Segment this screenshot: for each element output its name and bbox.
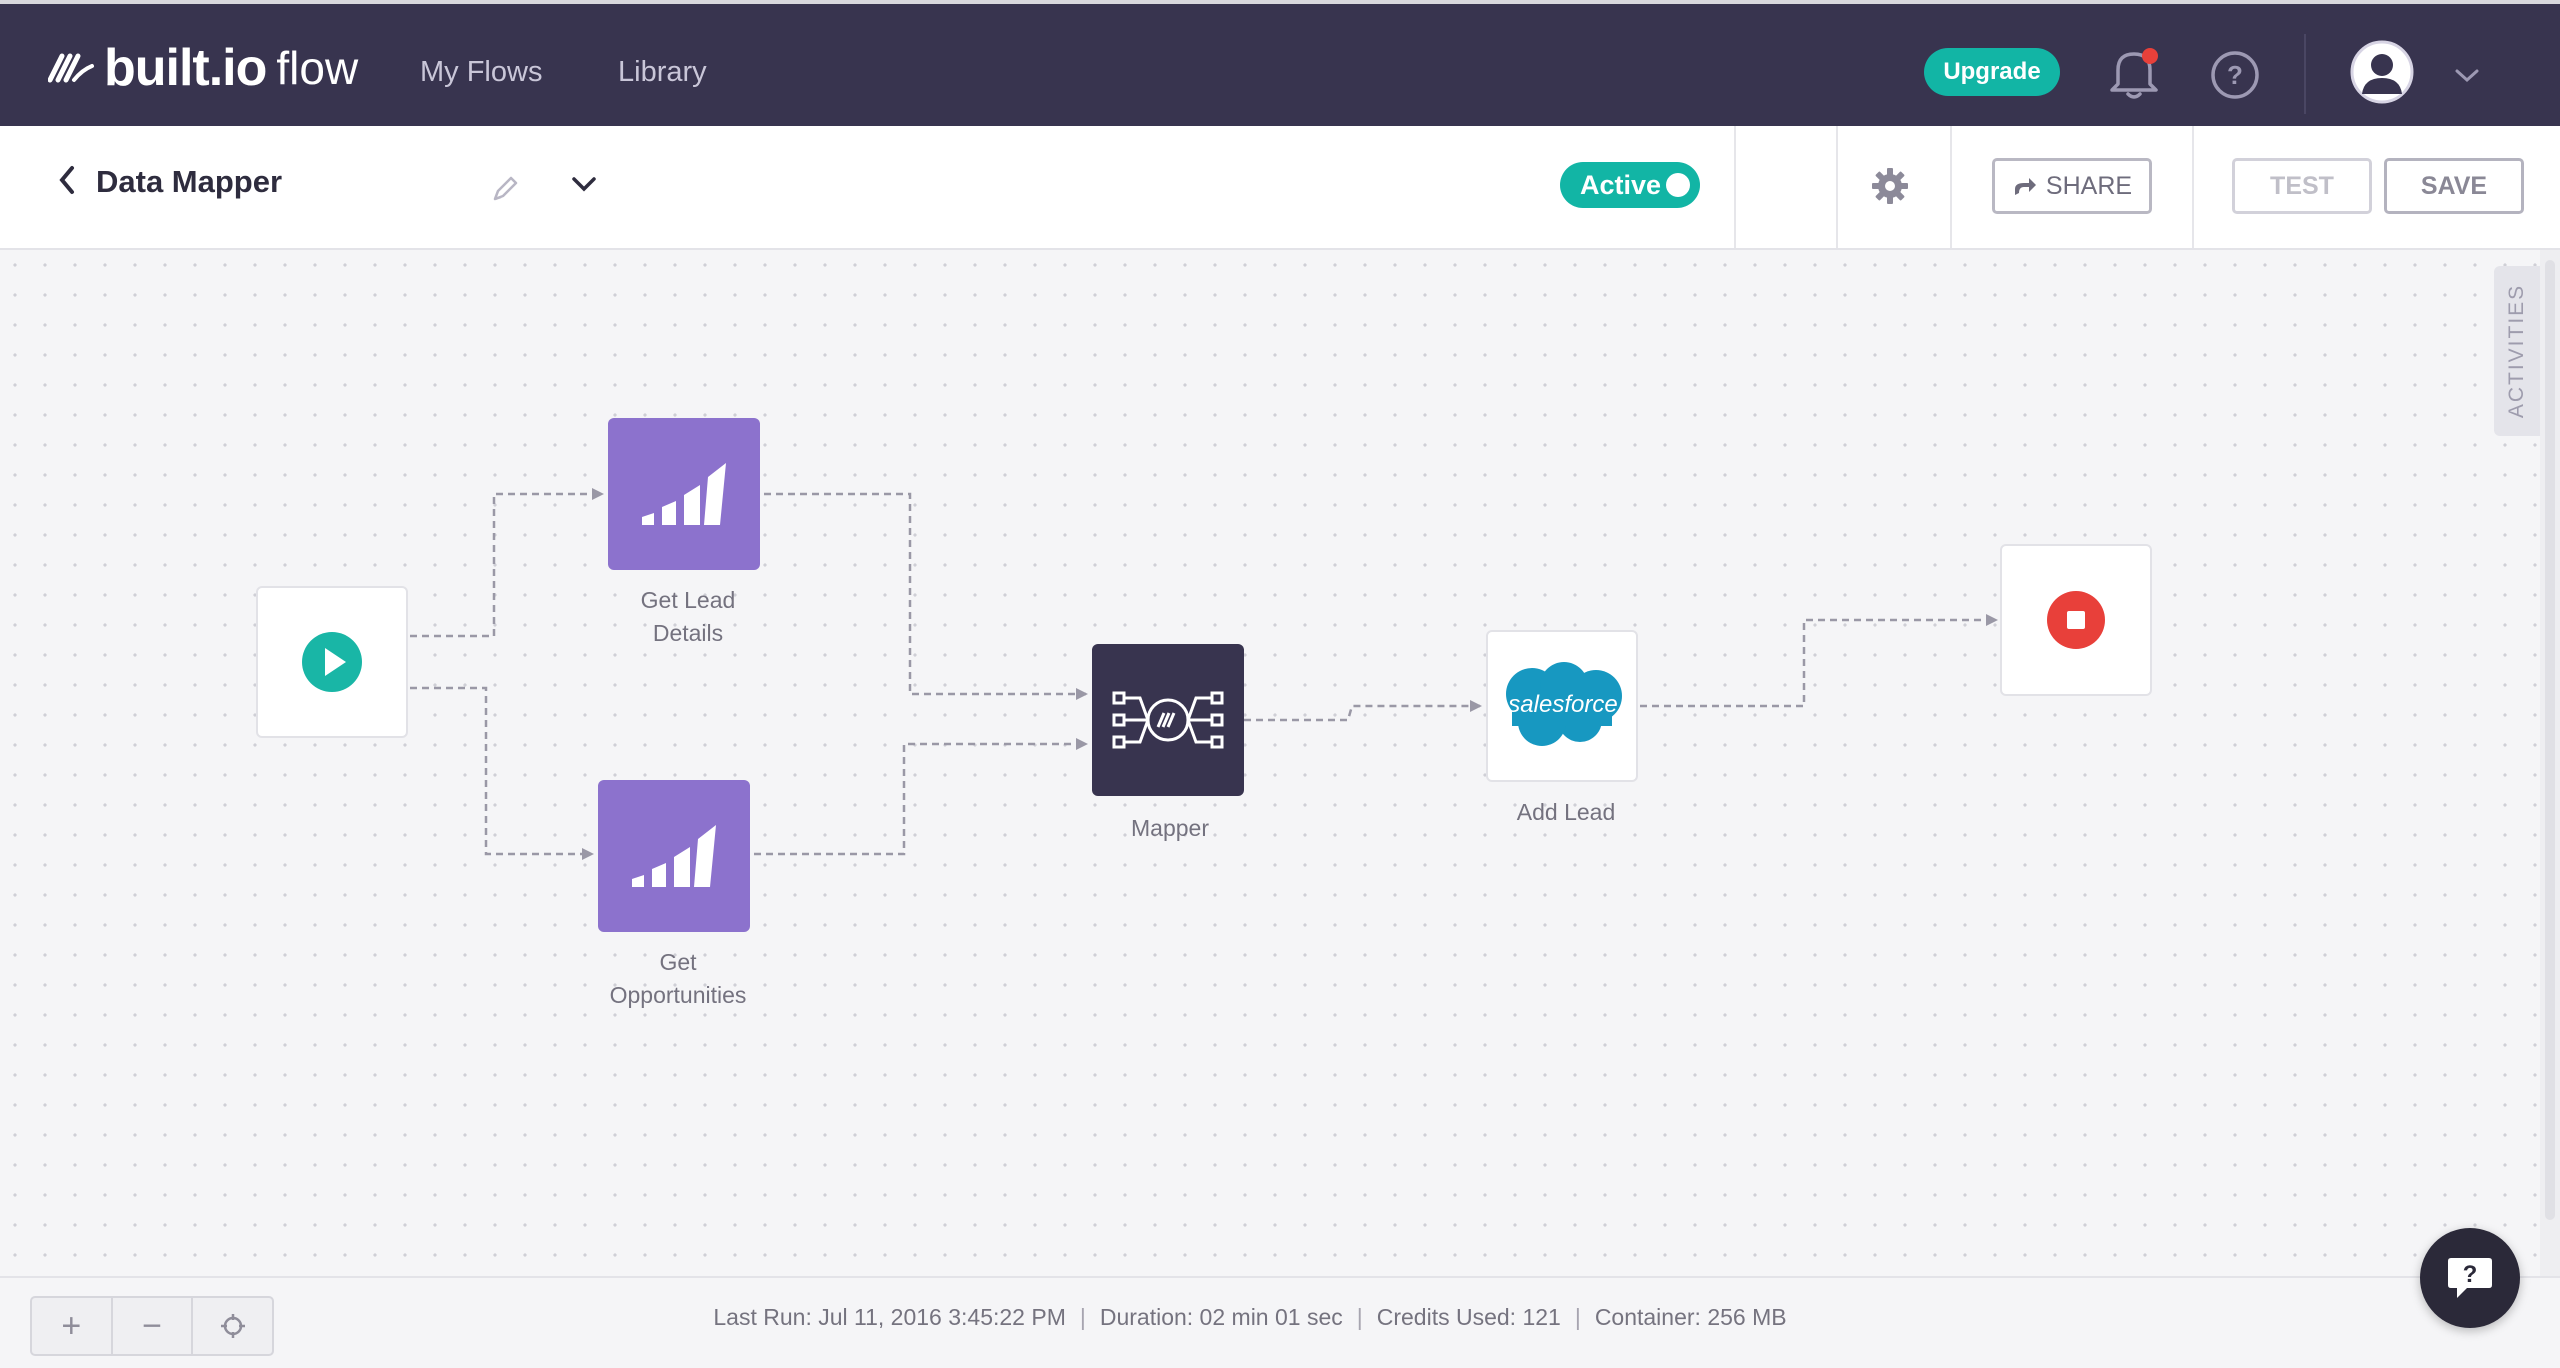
credits-text: Credits Used: 121 (1376, 1304, 1561, 1330)
header-divider (2192, 126, 2194, 248)
separator: | (1356, 1304, 1363, 1330)
toggle-knob (1666, 173, 1690, 197)
activities-tab-label: ACTIVITIES (2505, 283, 2528, 419)
duration-text: Duration: 02 min 01 sec (1099, 1304, 1343, 1330)
status-footer: + − Last Run: Jul 11, 2016 3:45:22 PM | Du… (0, 1276, 2560, 1368)
connector-mapper-to-add-lead (1244, 700, 1482, 722)
nav-divider (2304, 34, 2306, 114)
salesforce-icon: salesforce (1506, 662, 1622, 746)
chevron-down-icon[interactable] (570, 174, 598, 194)
scrollbar-thumb[interactable] (2545, 260, 2555, 1220)
gear-icon[interactable] (1870, 166, 1910, 206)
trigger-node[interactable] (256, 586, 408, 738)
share-arrow-icon (2014, 178, 2036, 195)
play-icon (302, 632, 362, 692)
active-toggle-label: Active (1580, 170, 1662, 200)
bell-icon[interactable] (2106, 42, 2162, 102)
svg-text:?: ? (2463, 1261, 2478, 1288)
user-avatar-icon[interactable] (2350, 40, 2414, 104)
flow-header: Data Mapper Active SHARE TES (0, 126, 2560, 250)
add-lead-label: Add Lead (1516, 799, 1616, 825)
flow-title: Data Mapper (96, 164, 283, 199)
zoom-in-button[interactable]: + (32, 1298, 113, 1354)
share-button[interactable]: SHARE (1992, 158, 2152, 214)
connector-start-to-get-opportunities (410, 686, 594, 860)
share-button-label: SHARE (2045, 171, 2133, 200)
zoom-out-button[interactable]: − (113, 1298, 194, 1354)
marketo-icon (632, 825, 716, 887)
last-run-text: Last Run: Jul 11, 2016 3:45:22 PM (713, 1304, 1066, 1330)
save-button[interactable]: SAVE (2384, 158, 2524, 214)
canvas-scrollbar[interactable] (2540, 250, 2560, 1276)
header-divider (1734, 126, 1736, 248)
crosshair-icon (220, 1314, 245, 1338)
builtio-flow-logo[interactable]: built.io flow (48, 38, 358, 98)
back-chevron-icon[interactable] (56, 164, 78, 196)
header-divider (1950, 126, 1952, 248)
logo-suffix: flow (276, 42, 359, 94)
header-divider (1836, 126, 1838, 248)
pencil-icon[interactable] (490, 174, 520, 204)
nav-my-flows[interactable]: My Flows (420, 56, 543, 88)
add-lead-node[interactable]: salesforce (1486, 630, 1638, 782)
recenter-button[interactable] (193, 1298, 272, 1354)
get-opportunities-label: Get Opportunities (609, 949, 747, 1008)
get-lead-details-label: Get Lead Details (640, 587, 736, 646)
svg-text:?: ? (2227, 60, 2243, 90)
flow-canvas[interactable]: Get Lead Details Get Opportunities (0, 250, 2540, 1276)
separator: | (1574, 1304, 1581, 1330)
marketo-icon (642, 463, 726, 525)
salesforce-logo-text: salesforce (1508, 691, 1617, 718)
separator: | (1079, 1304, 1086, 1330)
mapper-label: Mapper (1131, 815, 1209, 841)
chat-help-button[interactable]: ? (2420, 1228, 2520, 1328)
container-text: Container: 256 MB (1594, 1304, 1787, 1330)
flow-connections (410, 488, 1998, 860)
stop-icon (2047, 591, 2105, 649)
logo-text: built.io (104, 39, 267, 97)
nav-library[interactable]: Library (618, 56, 707, 88)
mapper-node[interactable] (1092, 644, 1244, 796)
chevron-down-icon[interactable] (2454, 68, 2480, 84)
chat-bubble-icon: ? (2448, 1258, 2492, 1298)
active-toggle[interactable]: Active (1560, 162, 1700, 208)
connector-add-lead-to-stop (1640, 614, 1998, 708)
connector-get-opportunities-to-mapper (754, 738, 1088, 856)
stop-node[interactable] (2000, 544, 2152, 696)
builtio-logo-mark-icon (48, 53, 94, 83)
test-button[interactable]: TEST (2232, 158, 2372, 214)
help-icon[interactable]: ? (2210, 50, 2260, 100)
get-opportunities-node[interactable] (598, 780, 750, 932)
mapper-icon (1112, 691, 1224, 749)
upgrade-button[interactable]: Upgrade (1924, 48, 2060, 96)
connector-get-lead-to-mapper (764, 492, 1088, 700)
activities-tab[interactable]: ACTIVITIES (2494, 266, 2540, 436)
zoom-controls: + − (30, 1296, 274, 1356)
connector-start-to-get-lead (410, 488, 604, 638)
get-lead-details-node[interactable] (608, 418, 760, 570)
top-navigation-bar: built.io flow My Flows Library Upgrade ? (0, 0, 2560, 126)
run-status-line: Last Run: Jul 11, 2016 3:45:22 PM | Durati… (0, 1304, 2500, 1331)
